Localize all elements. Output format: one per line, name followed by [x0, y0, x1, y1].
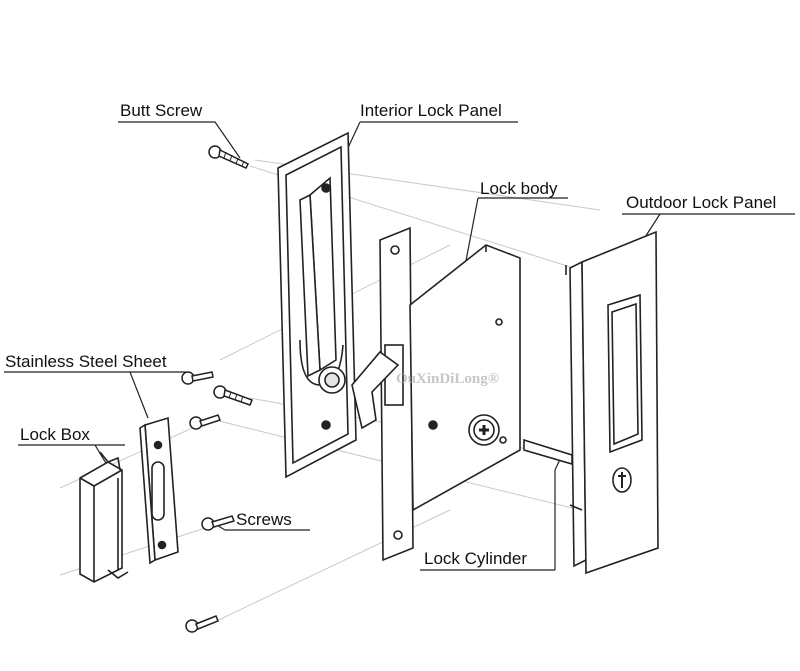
- screw-bottom-icon: [185, 615, 219, 633]
- label-stainless-steel-sheet: Stainless Steel Sheet: [5, 352, 167, 371]
- label-screws: Screws: [236, 510, 292, 529]
- lock-faceplate-shape: [379, 226, 414, 562]
- screw-middle-left-icon: [181, 371, 214, 385]
- stainless-steel-sheet-shape: [139, 416, 179, 565]
- brand-watermark: OuXinDiLong®: [396, 371, 499, 387]
- butt-screw-top-icon: [208, 145, 250, 169]
- label-lock-cylinder: Lock Cylinder: [424, 549, 527, 568]
- label-lock-box: Lock Box: [20, 425, 90, 444]
- outdoor-lock-panel-shape: [523, 230, 659, 575]
- lock-box-shape: [79, 451, 129, 583]
- butt-screw-middle-icon: [213, 385, 253, 406]
- screws-shapes: [181, 145, 253, 633]
- label-interior-lock-panel: Interior Lock Panel: [360, 101, 502, 120]
- lock-body-shape: [351, 244, 521, 512]
- interior-lock-panel-shape: [277, 131, 357, 479]
- screw-sheet-lower-icon: [201, 515, 236, 531]
- label-butt-screw: Butt Screw: [120, 101, 203, 120]
- screw-sheet-upper-icon: [189, 414, 221, 430]
- label-lock-body: Lock body: [480, 179, 558, 198]
- label-outdoor-lock-panel: Outdoor Lock Panel: [626, 193, 777, 212]
